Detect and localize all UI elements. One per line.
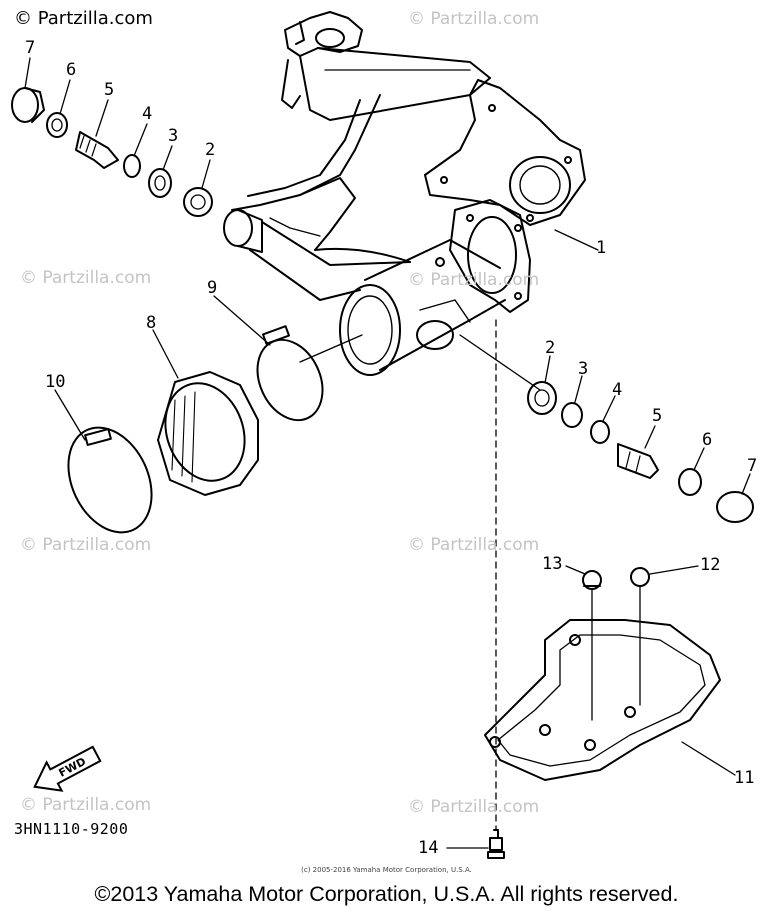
collar-4-lower bbox=[590, 420, 610, 444]
pivot-shaft-5-upper bbox=[75, 131, 119, 169]
callout-12: 12 bbox=[700, 555, 721, 575]
cap-7-upper bbox=[11, 87, 45, 123]
diagram-code: 3HN1110-9200 bbox=[14, 820, 129, 838]
callout-7-lower: 7 bbox=[747, 456, 758, 476]
watermark: © Partzilla.com bbox=[408, 270, 540, 290]
small-copyright: (c) 2005-2016 Yamaha Motor Corporation, … bbox=[301, 866, 472, 874]
nut-6-upper bbox=[46, 112, 68, 138]
callout-5-upper: 5 bbox=[104, 80, 115, 100]
bearing-2-lower bbox=[527, 381, 557, 415]
watermark: © Partzilla.com bbox=[408, 797, 540, 817]
callout-6-upper: 6 bbox=[66, 60, 77, 80]
clamp-9 bbox=[256, 325, 324, 422]
callout-13: 13 bbox=[542, 554, 563, 574]
callout-6-lower: 6 bbox=[702, 430, 713, 450]
callout-4-lower: 4 bbox=[612, 380, 623, 400]
watermark: © Partzilla.com bbox=[20, 535, 152, 555]
callout-5-lower: 5 bbox=[652, 406, 663, 426]
watermark: © Partzilla.com bbox=[20, 795, 152, 815]
clamp-10 bbox=[67, 426, 153, 534]
collar-4-upper bbox=[123, 154, 141, 178]
oil-seal-3-upper bbox=[148, 168, 172, 198]
watermark: © Partzilla.com bbox=[20, 268, 152, 288]
watermark-top: © Partzilla.com bbox=[14, 8, 153, 29]
callout-2-lower: 2 bbox=[545, 338, 556, 358]
fwd-arrow: FWD bbox=[33, 745, 102, 792]
bolt-14 bbox=[487, 829, 505, 859]
pivot-shaft-5-lower bbox=[617, 443, 659, 479]
callout-14: 14 bbox=[418, 838, 439, 858]
callout-1: 1 bbox=[596, 238, 607, 258]
swing-arm bbox=[223, 11, 586, 376]
callout-7-upper: 7 bbox=[25, 38, 36, 58]
callout-11: 11 bbox=[734, 768, 755, 788]
plug-13 bbox=[582, 570, 602, 590]
skid-plate-11 bbox=[484, 619, 721, 781]
cap-7-lower bbox=[716, 491, 754, 523]
callout-8: 8 bbox=[146, 313, 157, 333]
callout-3-lower: 3 bbox=[578, 359, 589, 379]
oil-seal-3-lower bbox=[561, 402, 583, 428]
bearing-2-upper bbox=[183, 187, 213, 217]
callout-3-upper: 3 bbox=[168, 126, 179, 146]
callout-4-upper: 4 bbox=[142, 104, 153, 124]
watermark: © Partzilla.com bbox=[408, 535, 540, 555]
callout-2-upper: 2 bbox=[205, 140, 216, 160]
boot-8 bbox=[157, 371, 259, 496]
leader-lines bbox=[24, 57, 751, 849]
copyright: ©2013 Yamaha Motor Corporation, U.S.A. A… bbox=[94, 882, 679, 906]
nut-6-lower bbox=[678, 468, 702, 496]
callout-10: 10 bbox=[45, 372, 66, 392]
callout-9: 9 bbox=[207, 278, 218, 298]
plug-12 bbox=[630, 567, 650, 587]
watermark: © Partzilla.com bbox=[408, 9, 540, 29]
